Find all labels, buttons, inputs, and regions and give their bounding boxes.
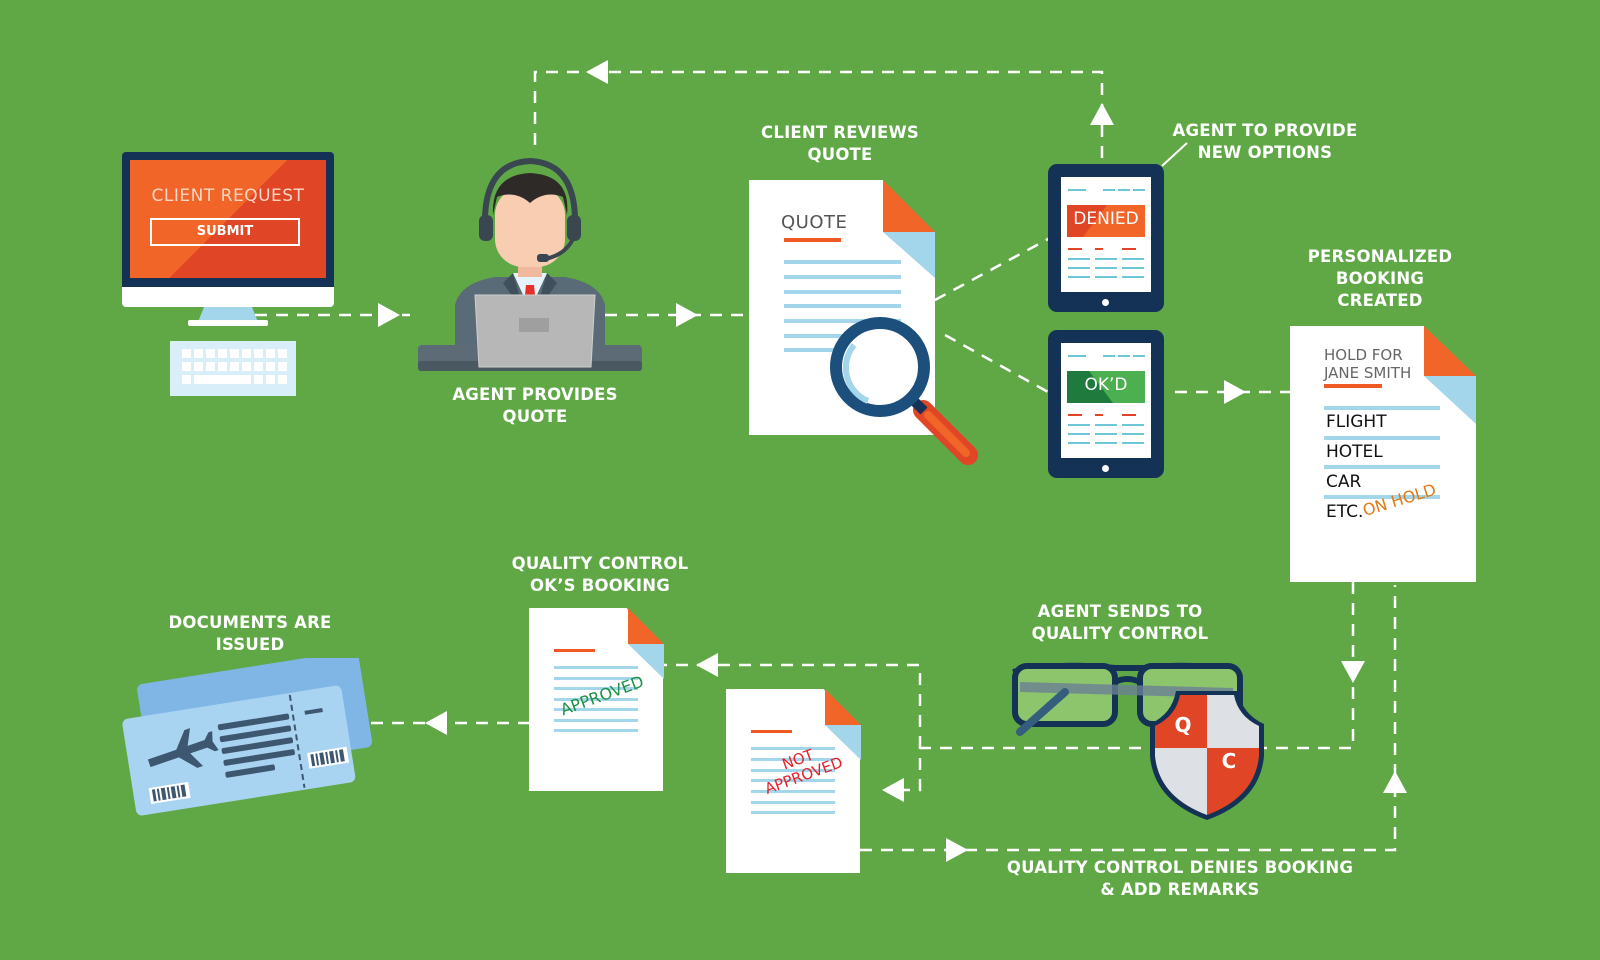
arrow-left-icon (586, 60, 608, 84)
label-personalized-booking-created: PERSONALIZED BOOKING CREATED (1307, 247, 1453, 310)
plane-tickets-icon (122, 658, 373, 816)
booking-item-car: CAR (1326, 472, 1362, 492)
arrow-left-icon (882, 778, 904, 802)
monitor-chin (122, 287, 334, 307)
tablet-screen: DENIED (1061, 177, 1151, 292)
folded-corner-icon (883, 180, 935, 278)
item-separator (1324, 406, 1440, 410)
item-separator (1324, 465, 1440, 469)
label-agent-to-provide-new-options: AGENT TO PROVIDE NEW OPTIONS (1172, 121, 1358, 162)
keyboard-icon (170, 341, 296, 396)
title-underline (751, 730, 792, 733)
folded-corner-icon (1424, 326, 1476, 424)
submit-button[interactable]: SUBMIT (150, 218, 300, 246)
tablet-content (1067, 189, 1145, 278)
arrow-right-icon (676, 303, 698, 327)
tablet-screen: OK’D (1061, 343, 1151, 458)
text-line (554, 698, 638, 701)
text-line (784, 275, 901, 279)
keyboard-keys (182, 349, 287, 384)
arrow-up-icon (1090, 103, 1114, 125)
text-line (554, 729, 638, 732)
connector-denied-loop (860, 585, 1397, 852)
text-line (751, 811, 835, 814)
title-underline (554, 649, 595, 652)
label-qc-denies-booking: QUALITY CONTROL DENIES BOOKING & ADD REM… (1006, 858, 1354, 899)
tablet-content (1067, 355, 1145, 444)
label-agent-provides-quote: AGENT PROVIDES QUOTE (452, 385, 618, 426)
arrow-right-icon (378, 303, 400, 327)
doc-title: HOLD FOR JANE SMITH (1324, 346, 1412, 382)
shield-letter-q: Q (1174, 713, 1191, 737)
text-line (751, 758, 835, 761)
connector-qc-to-approved (663, 663, 922, 748)
text-line (554, 719, 638, 722)
label-client-reviews-quote: CLIENT REVIEWS QUOTE (761, 123, 919, 164)
arrow-right-icon (946, 838, 968, 862)
tablet-denied: DENIED (1048, 164, 1164, 312)
booking-item-hotel: HOTEL (1326, 442, 1383, 462)
arrow-down-icon (1341, 661, 1365, 683)
text-line (554, 687, 638, 690)
text-line (554, 708, 638, 711)
text-line (751, 779, 835, 782)
magnifying-glass-icon (830, 317, 978, 465)
text-line (554, 677, 638, 680)
tablet-okd: OK’D (1048, 330, 1164, 478)
home-button-icon (1102, 465, 1109, 472)
doc-title: QUOTE (781, 212, 848, 233)
agent-with-headset-icon (418, 157, 642, 371)
label-documents-are-issued: DOCUMENTS ARE ISSUED (168, 613, 332, 654)
label-qc-oks-booking: QUALITY CONTROL OK’S BOOKING (511, 554, 689, 595)
booking-item-flight: FLIGHT (1326, 412, 1387, 432)
arrow-right-icon (1224, 380, 1246, 404)
arrow-left-icon (425, 711, 447, 735)
text-line (784, 290, 901, 294)
text-line (751, 769, 835, 772)
arrow-up-icon (1383, 771, 1407, 793)
arrowheads (378, 60, 1407, 862)
text-line (784, 260, 901, 264)
arrow-left-icon (696, 653, 718, 677)
text-line (554, 666, 638, 669)
qc-shield-icon: Q C (1150, 691, 1264, 820)
item-separator (1324, 495, 1440, 499)
denied-badge: DENIED (1073, 209, 1139, 229)
booking-item-etc: ETC. (1326, 502, 1364, 522)
text-line (751, 747, 835, 750)
label-agent-sends-to-qc: AGENT SENDS TO QUALITY CONTROL (1031, 602, 1209, 643)
shield-letter-c: C (1222, 749, 1237, 773)
folded-corner-icon (628, 608, 664, 679)
okd-badge: OK’D (1084, 375, 1128, 395)
on-hold-stamp: ON HOLD (1360, 479, 1439, 520)
screen-title: CLIENT REQUEST (151, 186, 305, 206)
text-line (751, 801, 835, 804)
home-button-icon (1102, 299, 1109, 306)
text-line (751, 790, 835, 793)
monitor-base (188, 320, 268, 326)
text-line (784, 319, 901, 323)
label-pointer (1161, 142, 1188, 167)
folded-corner-icon (825, 689, 861, 760)
item-separator (1324, 436, 1440, 440)
connector-quote-to-denied (934, 236, 1051, 302)
title-underline (784, 238, 841, 242)
client-request-computer: CLIENT REQUEST SUBMIT (122, 152, 334, 307)
monitor-stand (198, 307, 258, 322)
title-underline (1324, 384, 1382, 388)
text-line (784, 304, 901, 308)
